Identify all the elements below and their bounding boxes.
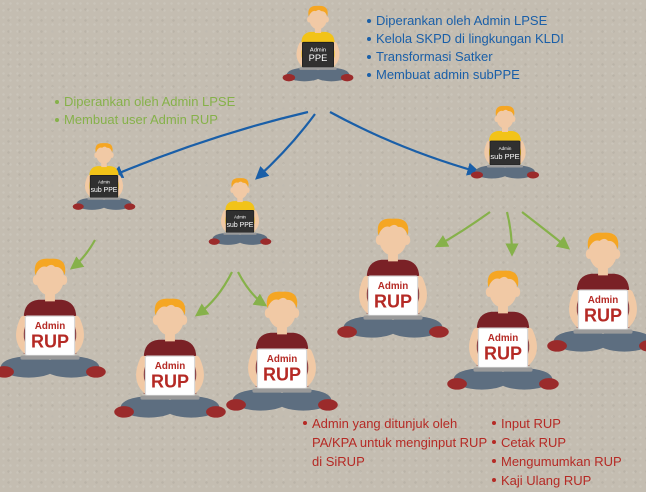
note-item: Admin yang ditunjuk oleh PA/KPA untuk me…: [302, 414, 492, 471]
rup-task-notes: Input RUP Cetak RUP Mengumumkan RUP Kaji…: [491, 414, 622, 490]
laptop-label-small: Admin: [310, 48, 326, 54]
note-item: Membuat admin subPPE: [366, 66, 564, 84]
note-item: Membuat user Admin RUP: [54, 111, 235, 129]
arrow-subppe-left-to-rup: [69, 239, 96, 270]
admin-subppe-notes: Diperankan oleh Admin LPSE Membuat user …: [54, 93, 235, 129]
note-item: Input RUP: [491, 414, 622, 433]
laptop-label-small: Admin: [98, 180, 110, 185]
arrow-subppe-right-to-rup-b: [505, 211, 519, 257]
laptop-label-big: RUP: [263, 364, 301, 384]
admin-ppe-notes: Diperankan oleh Admin LPSE Kelola SKPD d…: [366, 12, 564, 84]
laptop-label-small: Admin: [378, 281, 409, 292]
laptop-label-small: Admin: [499, 146, 512, 151]
arrow-ppe-to-subppe-left: [109, 110, 309, 179]
arrow-ppe-to-subppe-middle: [255, 113, 316, 180]
blue-connectors: [109, 110, 481, 180]
note-item: Cetak RUP: [491, 433, 622, 452]
laptop-label-small: Admin: [267, 354, 298, 365]
laptop-label-big: RUP: [151, 371, 189, 391]
laptop-label-small: Admin: [155, 361, 186, 372]
laptop-label-big: PPE: [309, 53, 328, 63]
laptop-label-big: sub PPE: [91, 187, 118, 194]
note-item: Kaji Ulang RUP: [491, 471, 622, 490]
arrow-subppe-middle-to-rup-left: [194, 271, 233, 317]
laptop-label-big: RUP: [484, 343, 522, 363]
arrow-ppe-to-subppe-right: [329, 111, 481, 176]
laptop-label-big: RUP: [374, 291, 412, 311]
laptop-label-small: Admin: [35, 321, 66, 332]
note-item: Kelola SKPD di lingkungan KLDI: [366, 30, 564, 48]
laptop-label-small: Admin: [234, 215, 246, 220]
arrow-subppe-middle-to-rup-right: [237, 271, 268, 307]
green-connectors: [69, 211, 571, 317]
arrow-subppe-right-to-rup-a: [434, 211, 491, 248]
note-item: Diperankan oleh Admin LPSE: [366, 12, 564, 30]
arrow-subppe-right-to-rup-c: [521, 211, 571, 250]
admin-rup-notes: Admin yang ditunjuk oleh PA/KPA untuk me…: [302, 414, 492, 471]
laptop-label-big: sub PPE: [490, 152, 519, 161]
laptop-screen: [225, 210, 255, 233]
laptop-label-big: RUP: [31, 331, 69, 351]
note-item: Mengumumkan RUP: [491, 452, 622, 471]
laptop-screen: [89, 175, 119, 198]
laptop-label-big: RUP: [584, 305, 622, 325]
person-admin-subppe: Admin sub PPE: [72, 143, 136, 210]
note-item: Diperankan oleh Admin LPSE: [54, 93, 235, 111]
laptop-label-small: Admin: [588, 295, 619, 306]
laptop-label-small: Admin: [488, 333, 519, 344]
note-item: Transformasi Satker: [366, 48, 564, 66]
person-admin-subppe: Admin sub PPE: [208, 178, 272, 245]
laptop-label-big: sub PPE: [227, 222, 254, 229]
